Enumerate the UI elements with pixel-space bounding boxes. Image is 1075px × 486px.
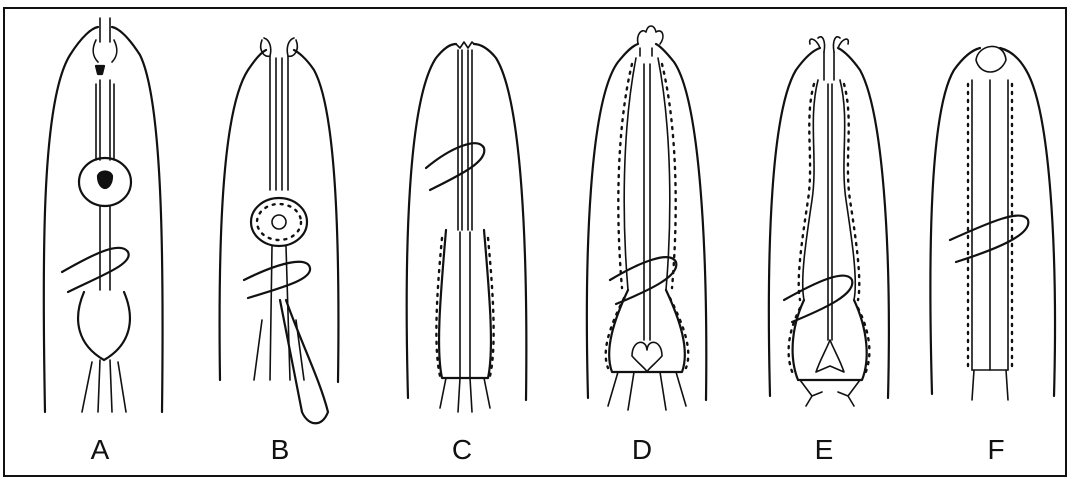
panel-a-drawing <box>44 18 163 412</box>
panel-b-median-bulb <box>251 198 307 246</box>
panel-label-e: E <box>794 434 854 466</box>
panel-label-d: D <box>612 434 672 466</box>
panel-a-body-outline <box>44 27 98 412</box>
panel-label-b: B <box>250 434 310 466</box>
panel-f-drawing <box>930 46 1055 400</box>
panel-label-f: F <box>966 434 1026 466</box>
panel-b-body-outline <box>220 50 266 380</box>
panel-e-body-outline <box>769 48 820 396</box>
panel-label-a: A <box>70 434 130 466</box>
panel-c-body-outline <box>407 44 456 398</box>
panel-b-drawing <box>220 38 339 423</box>
panel-d-drawing <box>587 26 706 410</box>
panel-e-drawing <box>769 37 889 406</box>
panel-c-drawing <box>407 42 527 412</box>
panel-label-c: C <box>432 434 492 466</box>
